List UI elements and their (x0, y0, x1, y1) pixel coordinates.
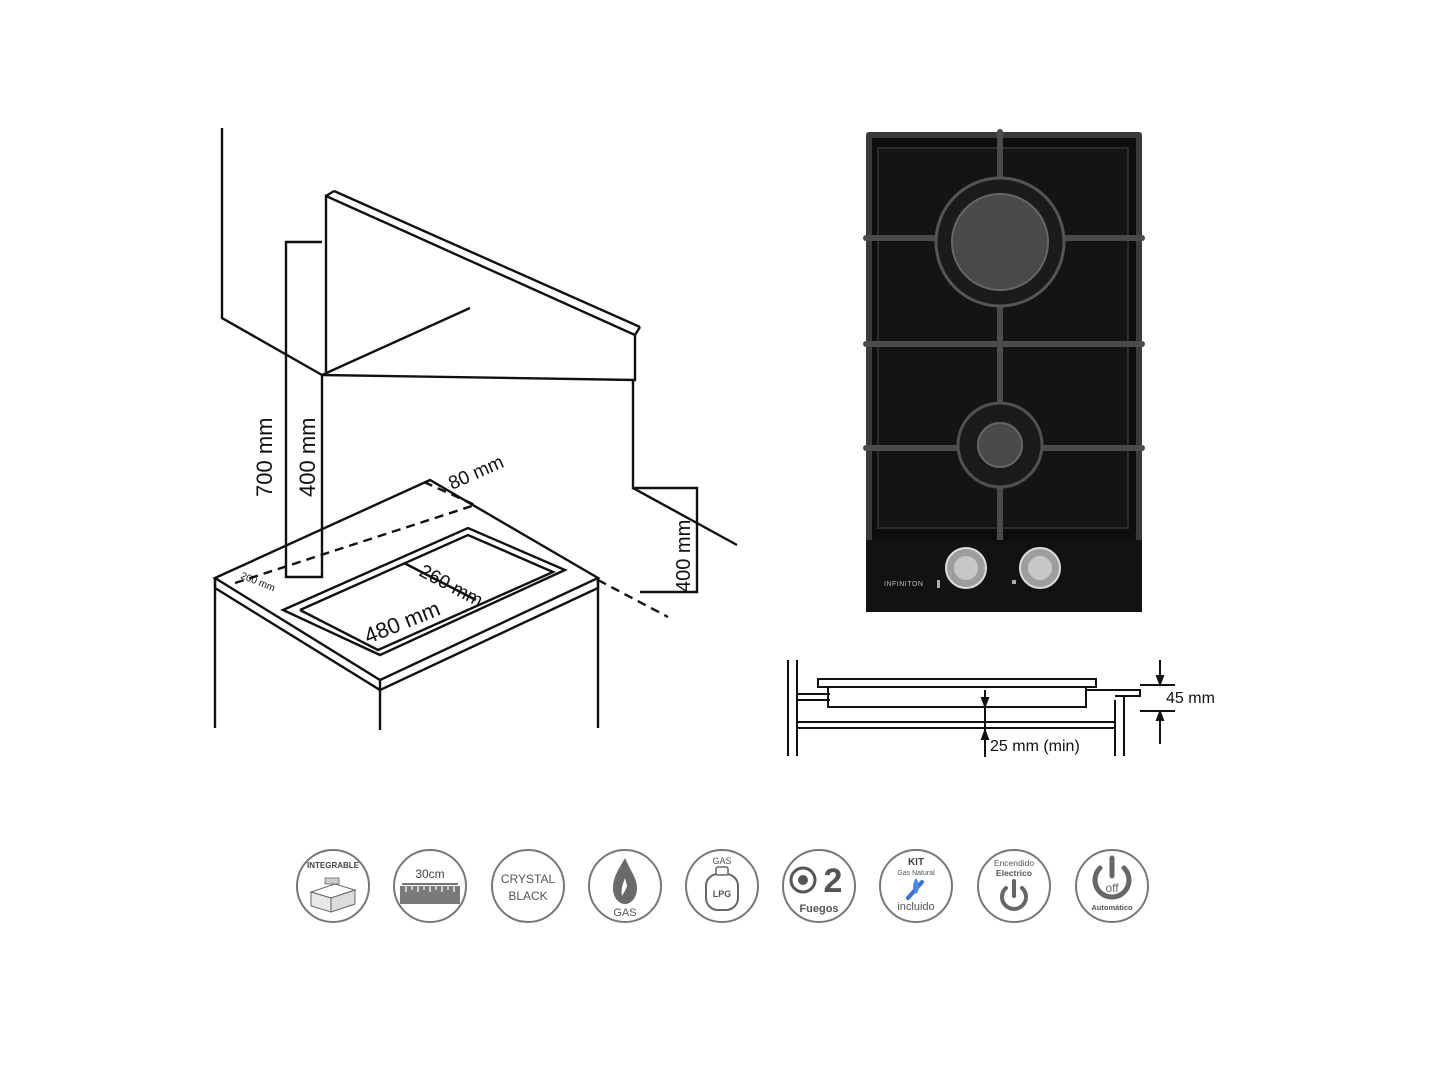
ignition-badge: Encendido Electrico (977, 849, 1051, 923)
integrable-text: INTEGRABLE (307, 861, 360, 870)
cutout-width-label: 480 mm (361, 596, 444, 649)
fuegos-number: 2 (824, 862, 843, 900)
section-clearance-label: 25 mm (min) (990, 738, 1080, 755)
black-text: BLACK (508, 889, 547, 903)
auto-off-power-icon (1092, 865, 1132, 900)
installation-drawing (212, 128, 738, 730)
gas-hob-image: INFINITON (863, 129, 1145, 612)
incluido-text: incluido (897, 901, 934, 913)
off-text: off (1105, 881, 1119, 895)
lpg-badge: GAS LPG (685, 849, 759, 923)
crystal-text: CRYSTAL (501, 872, 556, 886)
crystal-black-badge: CRYSTAL BLACK (491, 849, 565, 923)
gas-text: GAS (613, 907, 636, 919)
feature-badges: INTEGRABLE 30cm CRYSTAL BLACK GAS GAS LP… (290, 845, 1160, 930)
encendido-text: Encendido (994, 858, 1034, 868)
section-height-label: 45 mm (1166, 690, 1215, 707)
side-clearance-label: 200 mm (239, 571, 277, 595)
electrico-text: Electrico (996, 868, 1032, 878)
kit-text: KIT (908, 857, 924, 868)
fuegos-text: Fuegos (799, 903, 838, 915)
section-drawing (787, 660, 1175, 757)
size-badge: 30cm (393, 849, 467, 923)
auto-off-badge: off Automático (1075, 849, 1149, 923)
burners-badge: 2 Fuegos (782, 849, 856, 923)
side-wall-label: 400 mm (673, 520, 695, 592)
gas-natural-text: Gas Natural (897, 870, 935, 877)
wall-height-label: 700 mm (252, 418, 277, 497)
hood-height-label: 400 mm (295, 418, 320, 497)
gas-badge: GAS (588, 849, 662, 923)
lpg-text: LPG (713, 889, 732, 899)
size-text: 30cm (415, 867, 444, 881)
brand-label: INFINITON (884, 581, 923, 588)
automatico-text: Automático (1091, 903, 1133, 912)
kit-badge: KIT Gas Natural incluido (879, 849, 953, 923)
gas-top-text: GAS (712, 856, 731, 866)
power-icon (1000, 886, 1028, 911)
counter-gap-label: 80 mm (445, 452, 507, 495)
integrable-badge: INTEGRABLE (296, 849, 370, 923)
